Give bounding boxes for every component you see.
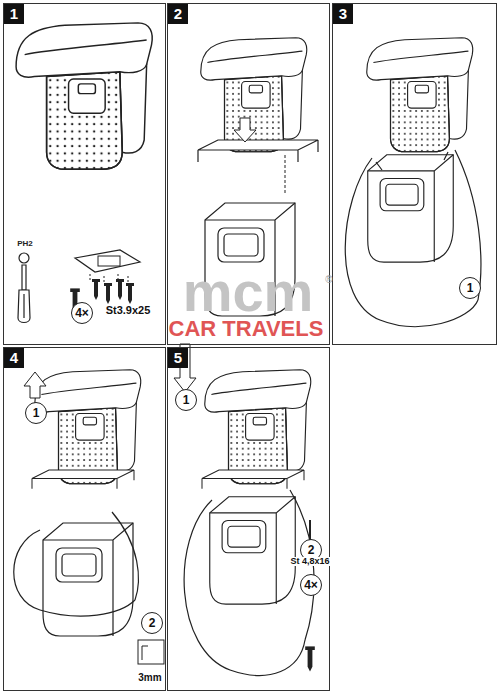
- drawing-stroke: [18, 290, 30, 323]
- drawing-stroke: [32, 470, 134, 489]
- drawing-stroke: [92, 279, 100, 300]
- step-panel: 1 4×: [3, 3, 166, 345]
- callout-number: 2: [149, 616, 156, 630]
- spec-label: St3.9x25: [106, 305, 151, 316]
- drawing-stroke: [142, 646, 148, 660]
- drawing-stroke: [18, 253, 30, 323]
- step-number: 2: [168, 4, 188, 24]
- step-number: 5: [168, 348, 188, 368]
- drawing-stroke: [24, 372, 46, 398]
- spec-label: St 4,8x16: [290, 557, 329, 566]
- drawing-stroke: [112, 512, 138, 600]
- drawing-stroke: [367, 38, 473, 152]
- callout-number: 1: [33, 406, 40, 420]
- drawing-stroke: [210, 497, 296, 604]
- drawing-stroke: [16, 23, 152, 169]
- drawing-stroke: [234, 118, 256, 142]
- callout-circle: 1: [459, 277, 481, 299]
- callout-number: 4×: [75, 306, 89, 320]
- drawing-stroke: [116, 279, 124, 300]
- callout-circle: 4×: [71, 302, 93, 324]
- armrest-figure: [16, 23, 152, 323]
- drawing-stroke: [90, 274, 128, 282]
- drawing-stroke: [75, 250, 140, 272]
- drawing-stroke: [104, 283, 112, 304]
- drawing-stroke: [19, 253, 29, 263]
- drawing-stroke: [305, 646, 315, 671]
- drawing-stroke: [14, 530, 135, 616]
- drawing-stroke: [345, 158, 478, 327]
- drawing-stroke: [285, 155, 286, 195]
- callout-number: 1: [183, 393, 190, 407]
- drawing-stroke: [126, 283, 134, 304]
- drawing-stroke: [138, 640, 164, 664]
- watermark: CAR TRAVELS: [169, 318, 324, 340]
- drawing-stroke: [22, 265, 26, 290]
- armrest-with-cover: [345, 38, 481, 327]
- drawing-stroke: [376, 152, 448, 170]
- drawing-stroke: [309, 520, 311, 540]
- drawing-stroke: [43, 523, 133, 636]
- callout-circle: 4×: [300, 574, 322, 596]
- callout-circle: 1: [25, 402, 47, 424]
- watermark: mcm: [183, 264, 314, 320]
- drawing-stroke: [201, 38, 307, 152]
- drawing-stroke: [23, 294, 24, 318]
- callout-circle: 1: [175, 389, 197, 411]
- spec-label: 3mm: [138, 673, 161, 683]
- step-number: 4: [4, 348, 24, 368]
- step-panel: 5 1 2 4×: [167, 347, 330, 691]
- armrest-lifted: [14, 370, 164, 664]
- step-panel: 31: [332, 3, 497, 345]
- callout-number: 2: [308, 543, 315, 557]
- step-panel: 4 1 2: [3, 347, 166, 691]
- drawing-stroke: [205, 370, 311, 484]
- drawing-stroke: [202, 470, 304, 489]
- drawing-stroke: [184, 500, 305, 675]
- drawing-stroke: [368, 155, 454, 262]
- watermark: ®: [325, 275, 332, 285]
- callout-number: 1: [467, 281, 474, 295]
- callout-circle: 2: [141, 612, 163, 634]
- step-number: 3: [333, 4, 353, 24]
- spec-label: PH2: [17, 240, 33, 248]
- drawing-stroke: [198, 140, 318, 162]
- drawing-stroke: [35, 370, 141, 484]
- armrest-mounted: [174, 344, 315, 675]
- drawing-stroke: [455, 150, 481, 300]
- drawing-stroke: [98, 256, 120, 266]
- step-number: 1: [4, 4, 24, 24]
- callout-number: 4×: [304, 578, 318, 592]
